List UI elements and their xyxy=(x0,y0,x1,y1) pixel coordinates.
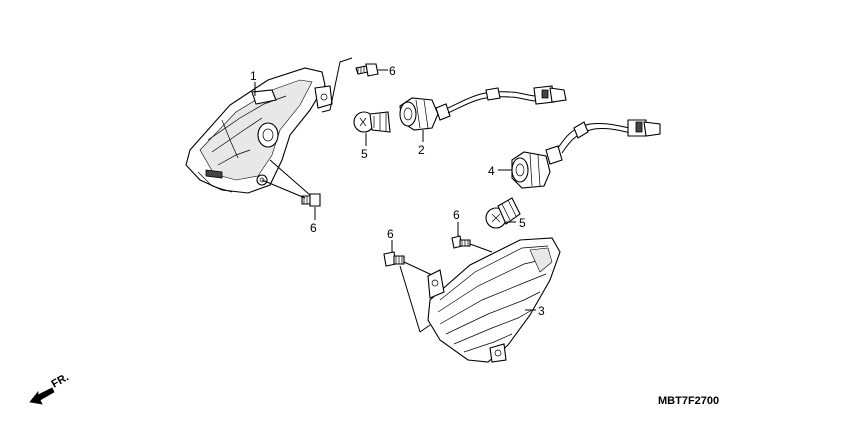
socket-lower xyxy=(511,145,563,189)
wire-harness-upper xyxy=(447,85,567,114)
callout-6-lens: 6 xyxy=(387,227,394,241)
bulb-lower xyxy=(485,197,521,229)
screw-top xyxy=(355,63,379,77)
callout-5-upper: 5 xyxy=(361,147,368,161)
wire-harness-lower xyxy=(557,119,661,154)
diagram-code: MBT7F2700 xyxy=(658,395,719,407)
socket-upper xyxy=(399,97,451,131)
callout-5-lower: 5 xyxy=(519,216,526,230)
front-direction-arrow xyxy=(29,387,55,405)
turn-signal-housing xyxy=(185,67,333,194)
callout-4: 4 xyxy=(488,164,495,178)
turn-signal-lens xyxy=(427,237,561,363)
callout-6-housing: 6 xyxy=(310,221,317,235)
screw-housing-bottom xyxy=(301,193,321,207)
callout-6-top: 6 xyxy=(389,64,396,78)
callout-2: 2 xyxy=(418,143,425,157)
callout-3: 3 xyxy=(538,304,545,318)
front-label: FR. xyxy=(50,371,71,390)
screw-lens-left xyxy=(383,251,405,267)
bulb-upper xyxy=(353,111,391,133)
screw-middle xyxy=(451,235,471,249)
callout-6-middle: 6 xyxy=(453,208,460,222)
callout-1: 1 xyxy=(250,69,257,83)
